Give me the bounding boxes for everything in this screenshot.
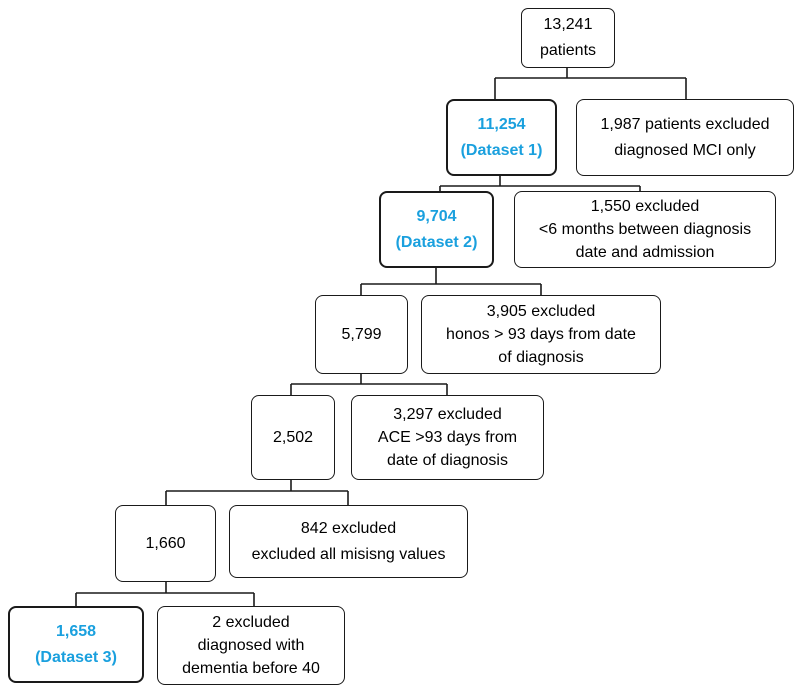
excluded-count: 1,987 patients excluded xyxy=(600,115,770,133)
root-count: 13,241 xyxy=(543,16,593,34)
kept-count: 5,799 xyxy=(341,325,382,343)
excluded-count: 1,550 excluded xyxy=(590,197,700,215)
excluded-count: 842 excluded xyxy=(300,519,397,537)
kept-box-dataset-2: 9,704 (Dataset 2) xyxy=(379,191,494,268)
root-box: 13,241 patients xyxy=(521,8,615,68)
kept-count: 1,658 xyxy=(55,622,97,640)
connector-step2-to-step3 xyxy=(360,268,542,295)
excluded-reason: diagnosed with dementia before 40 xyxy=(182,636,320,678)
excluded-box-step-1: 1,987 patients excluded diagnosed MCI on… xyxy=(576,99,794,176)
kept-count: 11,254 xyxy=(477,115,526,133)
excluded-box-step-5: 842 excluded excluded all misisng values xyxy=(229,505,468,578)
kept-box-step-4: 2,502 xyxy=(251,395,335,480)
excluded-reason: <6 months between diagnosis date and adm… xyxy=(538,220,752,262)
excluded-count: 2 excluded xyxy=(212,613,290,631)
excluded-reason: ACE >93 days from date of diagnosis xyxy=(377,428,518,470)
excluded-reason: diagnosed MCI only xyxy=(614,141,756,159)
kept-box-step-3: 5,799 xyxy=(315,295,408,374)
excluded-box-step-6: 2 excluded diagnosed with dementia befor… xyxy=(157,606,345,685)
connector-step1-to-step2 xyxy=(439,176,641,191)
dataset-label: (Dataset 1) xyxy=(460,141,543,159)
root-label: patients xyxy=(539,42,597,59)
excluded-box-step-4: 3,297 excluded ACE >93 days from date of… xyxy=(351,395,544,480)
excluded-count: 3,905 excluded xyxy=(486,302,596,320)
dataset-label: (Dataset 2) xyxy=(395,233,478,251)
kept-box-dataset-1: 11,254 (Dataset 1) xyxy=(446,99,557,176)
excluded-box-step-2: 1,550 excluded <6 months between diagnos… xyxy=(514,191,776,268)
kept-count: 2,502 xyxy=(272,428,314,446)
excluded-reason: excluded all misisng values xyxy=(251,545,446,563)
kept-box-step-5: 1,660 xyxy=(115,505,216,582)
excluded-reason: honos > 93 days from date of diagnosis xyxy=(446,325,636,367)
connector-step3-to-step4 xyxy=(290,374,448,395)
dataset-label: (Dataset 3) xyxy=(35,648,117,666)
excluded-box-step-3: 3,905 excluded honos > 93 days from date… xyxy=(421,295,661,374)
kept-count: 9,704 xyxy=(416,207,457,225)
kept-box-dataset-3: 1,658 (Dataset 3) xyxy=(8,606,144,683)
connector-step5-to-step6 xyxy=(75,582,255,606)
connector-step4-to-step5 xyxy=(165,480,349,505)
connector-root-to-step1 xyxy=(494,68,687,99)
excluded-count: 3,297 excluded xyxy=(393,405,502,423)
kept-count: 1,660 xyxy=(145,534,186,552)
